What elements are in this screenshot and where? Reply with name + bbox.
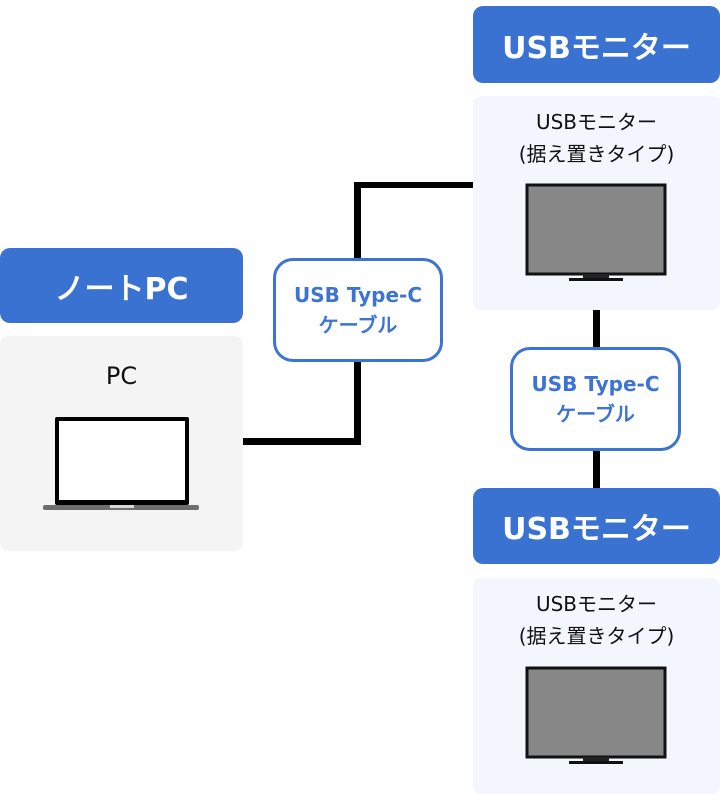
pc-header-label: ノートPC [54, 271, 189, 307]
wire-pc-horizontal [243, 438, 361, 445]
cable-label-line2: ケーブル [556, 402, 635, 426]
pc-label: PC [105, 362, 138, 390]
laptop-icon [43, 417, 199, 510]
cable-label-monitor-monitor: USB Type-C ケーブル [510, 347, 681, 451]
pc-header: ノートPC [0, 248, 243, 323]
cable-label-line2: ケーブル [318, 313, 398, 337]
monitor-top-label-line2: (据え置きタイプ) [518, 142, 675, 166]
monitor-top-panel: USBモニター (据え置きタイプ) [473, 96, 720, 310]
pc-panel: PC [0, 336, 243, 551]
monitor-bottom-header: USBモニター [473, 488, 720, 564]
monitor-icon [525, 666, 667, 764]
monitor-icon [525, 183, 667, 281]
monitor-bottom-label-line1: USBモニター [535, 592, 658, 616]
monitor-top-label-line1: USBモニター [535, 110, 658, 134]
wire-monitor-horizontal [354, 182, 474, 188]
cable-label-line1: USB Type-C [293, 283, 423, 307]
monitor-bottom-header-label: USBモニター [502, 512, 691, 547]
cable-label-pc-monitor: USB Type-C ケーブル [273, 258, 443, 362]
monitor-bottom-panel: USBモニター (据え置きタイプ) [473, 578, 720, 794]
cable-label-line1: USB Type-C [531, 372, 660, 396]
monitor-top-header-label: USBモニター [502, 30, 691, 66]
monitor-top-header: USBモニター [473, 6, 720, 83]
monitor-bottom-label-line2: (据え置きタイプ) [518, 624, 675, 648]
